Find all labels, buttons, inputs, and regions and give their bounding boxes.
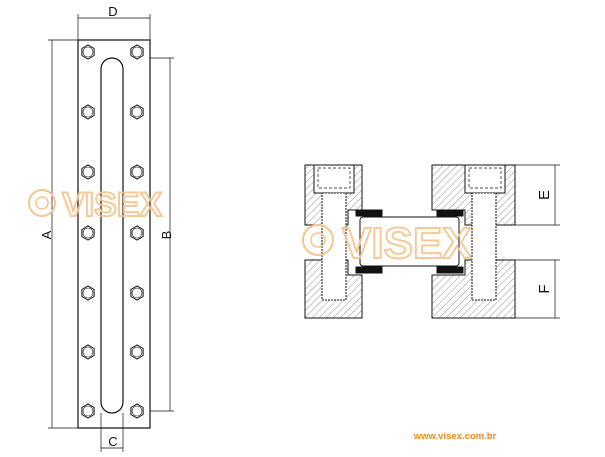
- bolt-washer-icon: [82, 346, 94, 358]
- bolt-washer-icon: [131, 405, 143, 417]
- bolt-washer-icon: [131, 227, 143, 239]
- bolt-head-icon: [130, 104, 144, 120]
- sight-slot: [100, 57, 124, 414]
- bolt-washer-icon: [82, 166, 94, 178]
- visex-logo-watermark: VISEX VISEX: [28, 185, 473, 269]
- label-e: E: [536, 190, 553, 200]
- website-url: www.visex.com.br: [413, 431, 497, 442]
- label-a: A: [39, 230, 54, 239]
- section-view: [304, 164, 560, 319]
- bolt-washer-icon: [82, 405, 94, 417]
- bolt-holes: [81, 44, 144, 419]
- bolt-washer-icon: [82, 227, 94, 239]
- bolt-head-icon: [81, 104, 95, 120]
- cover-plate: [77, 39, 151, 429]
- bolt-head-icon: [81, 344, 95, 360]
- bolt-head-icon: [130, 344, 144, 360]
- bolt-head-icon: [130, 44, 144, 60]
- bolt-head-icon: [81, 225, 95, 241]
- glass: [359, 216, 460, 267]
- bolt-washer-icon: [131, 46, 143, 58]
- bolt-head-icon: [81, 164, 95, 180]
- label-c: C: [108, 434, 117, 449]
- watermark-text-large: VISEX: [342, 219, 472, 268]
- watermark-text: VISEX: [62, 186, 162, 224]
- label-f: F: [536, 284, 553, 293]
- bolt-washer-icon: [131, 166, 143, 178]
- bolt-washer-icon: [82, 46, 94, 58]
- bolt-washer-icon: [131, 106, 143, 118]
- bolt-washer-icon: [82, 106, 94, 118]
- bolt-head-icon: [130, 225, 144, 241]
- bolt-washer-icon: [131, 346, 143, 358]
- bolt-head-icon: [81, 44, 95, 60]
- front-view: [48, 14, 174, 452]
- bolt-head-icon: [81, 403, 95, 419]
- bolt-washer-icon: [131, 287, 143, 299]
- label-b: B: [159, 231, 174, 240]
- bolt-head-icon: [130, 164, 144, 180]
- bolt-head-icon: [81, 285, 95, 301]
- label-d: D: [108, 4, 117, 19]
- bolt-head-icon: [130, 285, 144, 301]
- bolt-head-icon: [130, 403, 144, 419]
- bolt-washer-icon: [82, 287, 94, 299]
